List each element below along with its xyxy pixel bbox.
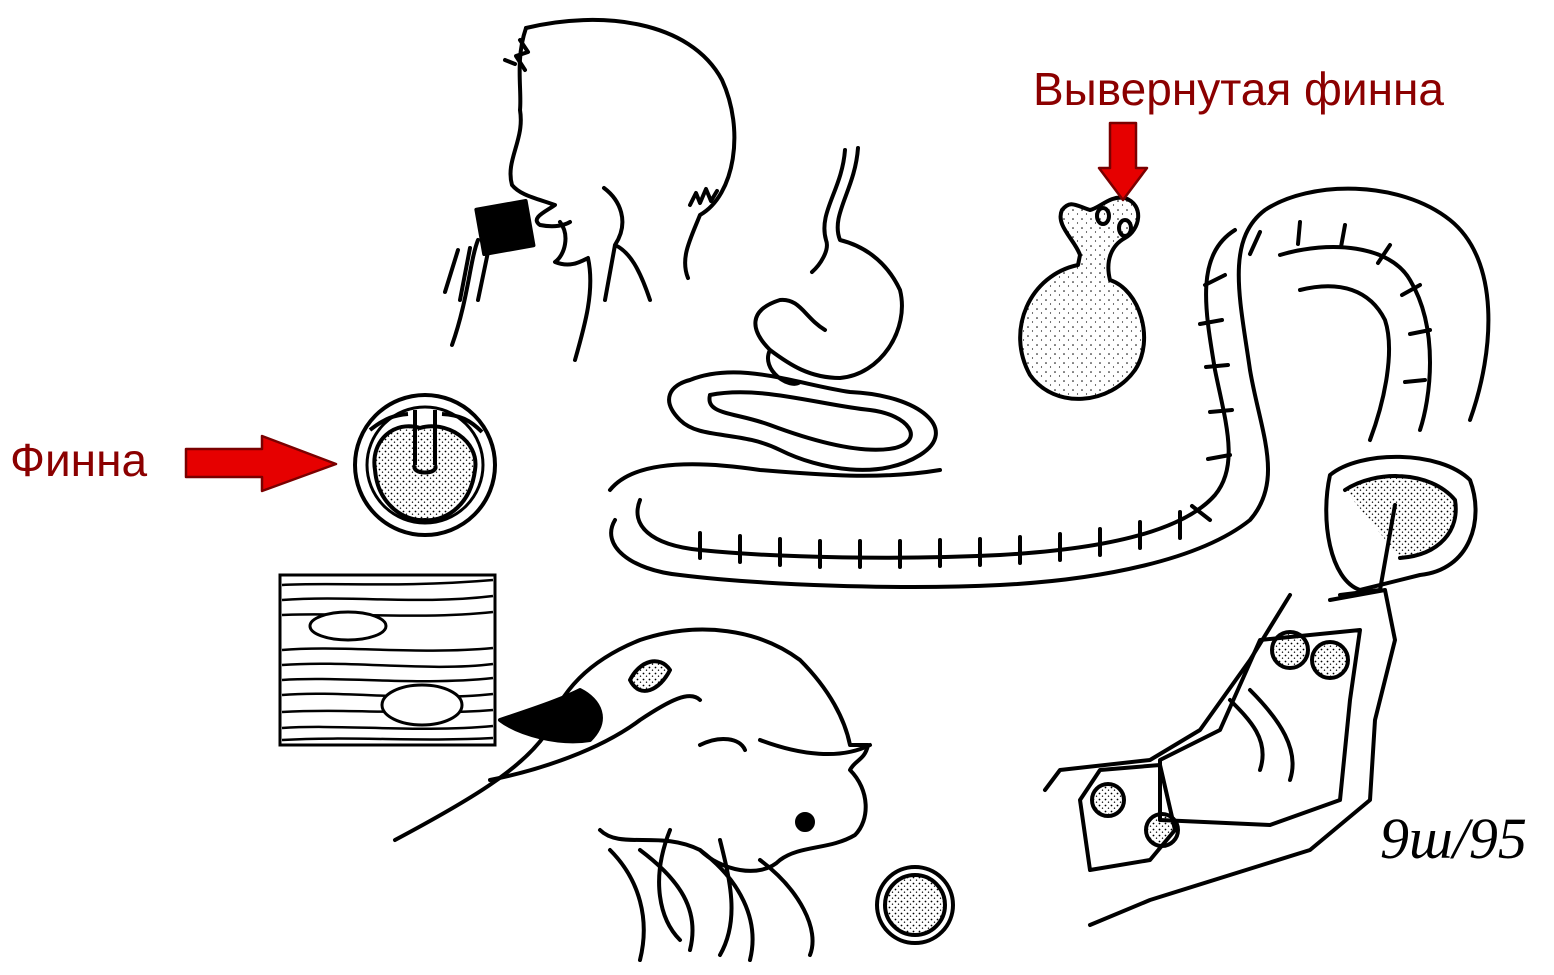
proglottid-illustration (1045, 590, 1395, 925)
right-arrow-icon (186, 436, 336, 491)
finna-label: Финна (10, 437, 147, 483)
signature: 9ш/95 (1380, 806, 1527, 871)
finna-cross-section-illustration (355, 395, 495, 535)
everted-finna-illustration (1020, 198, 1144, 399)
down-arrow-icon (1099, 123, 1147, 200)
human-head-illustration (445, 20, 734, 360)
signature-text: 9ш/95 (1380, 806, 1527, 871)
everted-finna-label: Вывернутая финна (1033, 66, 1444, 112)
muscle-tissue-illustration (280, 575, 495, 745)
